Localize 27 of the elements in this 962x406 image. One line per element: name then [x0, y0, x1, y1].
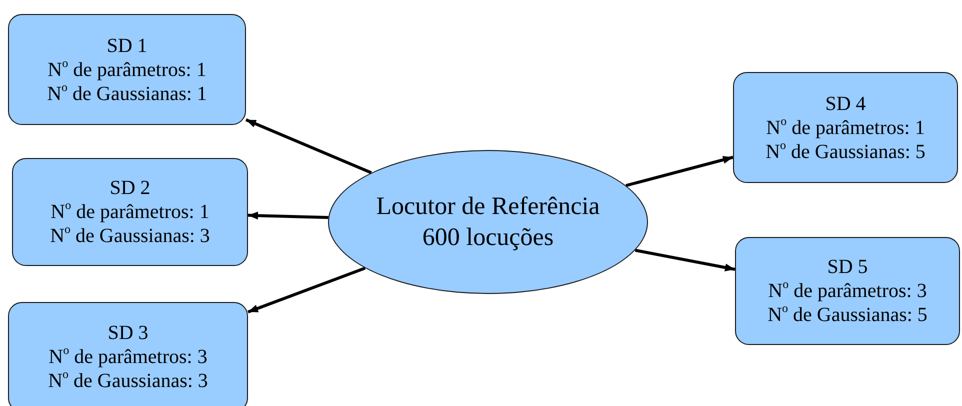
node-text: N$^{o}$ de Gaussianas: 3: [50, 224, 210, 248]
arrow: [626, 156, 734, 187]
node-text: N$^{o}$ de parâmetros: 1: [48, 58, 206, 82]
node-title: SD 1: [106, 34, 148, 58]
node-title: SD 4: [825, 92, 866, 116]
node-text: N$^{o}$ de parâmetros: 3: [48, 345, 208, 369]
arrow: [245, 118, 372, 174]
dataset-box: [8, 14, 246, 125]
node-title: SD 5: [827, 255, 868, 279]
node-text: N$^{o}$ de Gaussianas: 1: [47, 82, 207, 106]
dataset-box: [12, 158, 248, 266]
dataset-box: [8, 302, 248, 406]
node-text: N$^{o}$ de parâmetros: 1: [50, 200, 210, 224]
node-text: N$^{o}$ de parâmetros: 3: [768, 279, 927, 303]
arrow: [247, 266, 366, 314]
node-text: N$^{o}$ de Gaussianas: 5: [766, 140, 926, 164]
node-title: Locutor de Referência: [376, 192, 600, 222]
node-title: SD 2: [110, 176, 150, 200]
node-text: N$^{o}$ de parâmetros: 1: [766, 116, 925, 140]
arrow: [634, 248, 736, 272]
node-title: SD 3: [108, 321, 148, 345]
arrow: [248, 212, 328, 220]
node-text: N$^{o}$ de Gaussianas: 3: [48, 369, 208, 393]
node-text: 600 locuções: [422, 223, 554, 253]
dataset-box: [735, 237, 960, 345]
dataset-box: [733, 72, 958, 183]
node-text: N$^{o}$ de Gaussianas: 5: [768, 303, 928, 327]
